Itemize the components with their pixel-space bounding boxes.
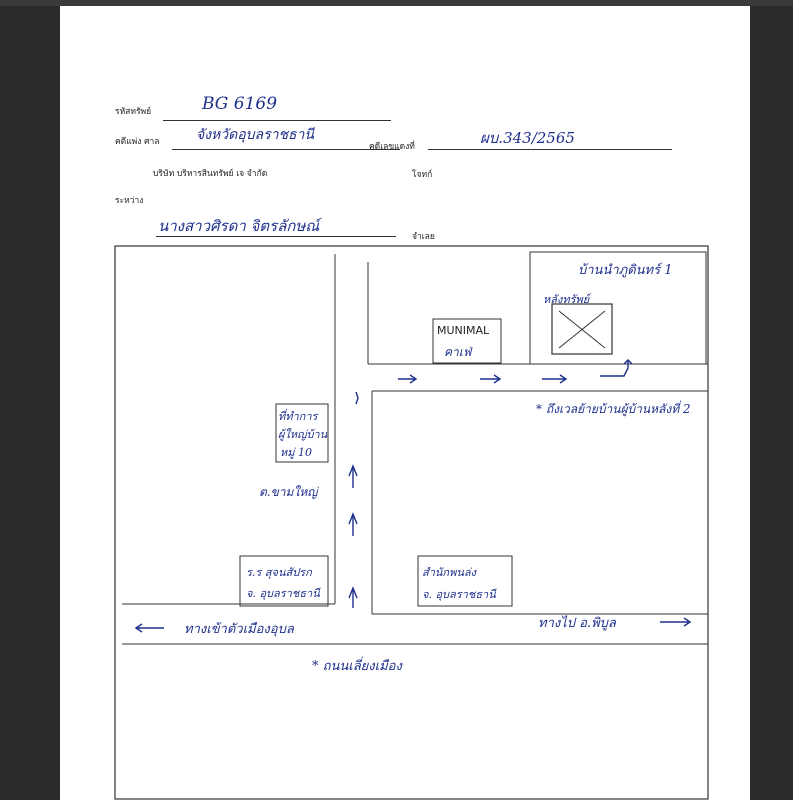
- road-right-label: ทางไป อ.พิบูล: [538, 615, 617, 631]
- arrow-turn-up: [600, 359, 633, 377]
- red-case-label: คดีเลขแดงที่: [369, 142, 415, 152]
- turn-note: * ถึงเวลย้ายบ้านผู้บ้านหลังที่ 2: [536, 400, 691, 417]
- asset-code-value: BG 6169: [202, 94, 278, 114]
- civil-court-line: [172, 149, 400, 150]
- map-frame: [114, 245, 709, 800]
- defendant-label: จำเลย: [412, 232, 435, 242]
- school-label-2: จ. อุบลราชธานี: [246, 587, 321, 600]
- office-label-1: สำนักพนล่ง: [422, 566, 478, 579]
- cafe-label-2: คาเฟ่: [444, 345, 473, 359]
- house-block: [529, 251, 707, 365]
- arrow-right-phibun: [660, 617, 692, 627]
- arrow-up-1: [355, 391, 359, 405]
- house-label: บ้านนำภูดินทร์ 1: [578, 262, 672, 278]
- cafe-label-1: MUNIMAL: [437, 324, 490, 337]
- plaintiff-company: บริษัท บริหารสินทรัพย์ เจ จำกัด: [153, 169, 268, 179]
- civil-court-label: คดีแพ่ง ศาล: [115, 137, 160, 147]
- school-box: [239, 555, 329, 607]
- arrow-left-city: [134, 623, 164, 633]
- asset-code-line: [163, 120, 391, 121]
- civil-court-value: จังหวัดอุบลราชธานี: [196, 127, 314, 143]
- asset-code-label: รหัสทรัพย์: [115, 107, 152, 117]
- cafe-box: [432, 318, 502, 364]
- document-page: รหัสทรัพย์ BG 6169 คดีแพ่ง ศาล จังหวัดอุ…: [60, 6, 750, 800]
- arrow-up-2: [348, 464, 358, 488]
- village-hall-label-1: ที่ทำการ: [278, 408, 320, 423]
- road-name-label: * ถนนเลี่ยงเมือง: [312, 656, 403, 674]
- office-label-2: จ. อุบลราชธานี: [422, 588, 497, 601]
- subdistrict-label: ต.ขามใหญ่: [259, 485, 319, 499]
- arrow-right-3: [542, 374, 568, 384]
- location-map: บ้านนำภูดินทร์ 1 หลังทรัพย์ MUNIMAL คาเฟ…: [114, 245, 709, 800]
- target-asset-cross-2: [558, 310, 606, 349]
- arrow-right-2: [480, 374, 502, 384]
- school-label-1: ร.ร สุจนสัปรก: [246, 566, 313, 579]
- arrow-up-3: [348, 512, 358, 536]
- arrow-right-1: [398, 374, 418, 384]
- defendant-line: [156, 236, 396, 237]
- arrow-up-4: [348, 586, 358, 608]
- red-case-value: ผบ.343/2565: [480, 129, 575, 147]
- plaintiff-label: โจทก์: [412, 170, 433, 180]
- village-hall-box: [275, 403, 329, 463]
- red-case-line: [428, 149, 672, 150]
- target-asset-label: หลังทรัพย์: [543, 293, 592, 306]
- office-box: [417, 555, 513, 607]
- target-asset-box: [551, 303, 613, 355]
- viewer-top-bar: [0, 0, 793, 6]
- village-hall-label-3: หมู่ 10: [280, 446, 312, 459]
- between-label: ระหว่าง: [115, 196, 144, 206]
- defendant-name: นางสาวศิรดา จิตรลักษณ์: [158, 217, 320, 235]
- village-hall-label-2: ผู้ใหญ่บ้าน: [278, 428, 328, 441]
- road-left-label: ทางเข้าตัวเมืองอุบล: [184, 622, 295, 637]
